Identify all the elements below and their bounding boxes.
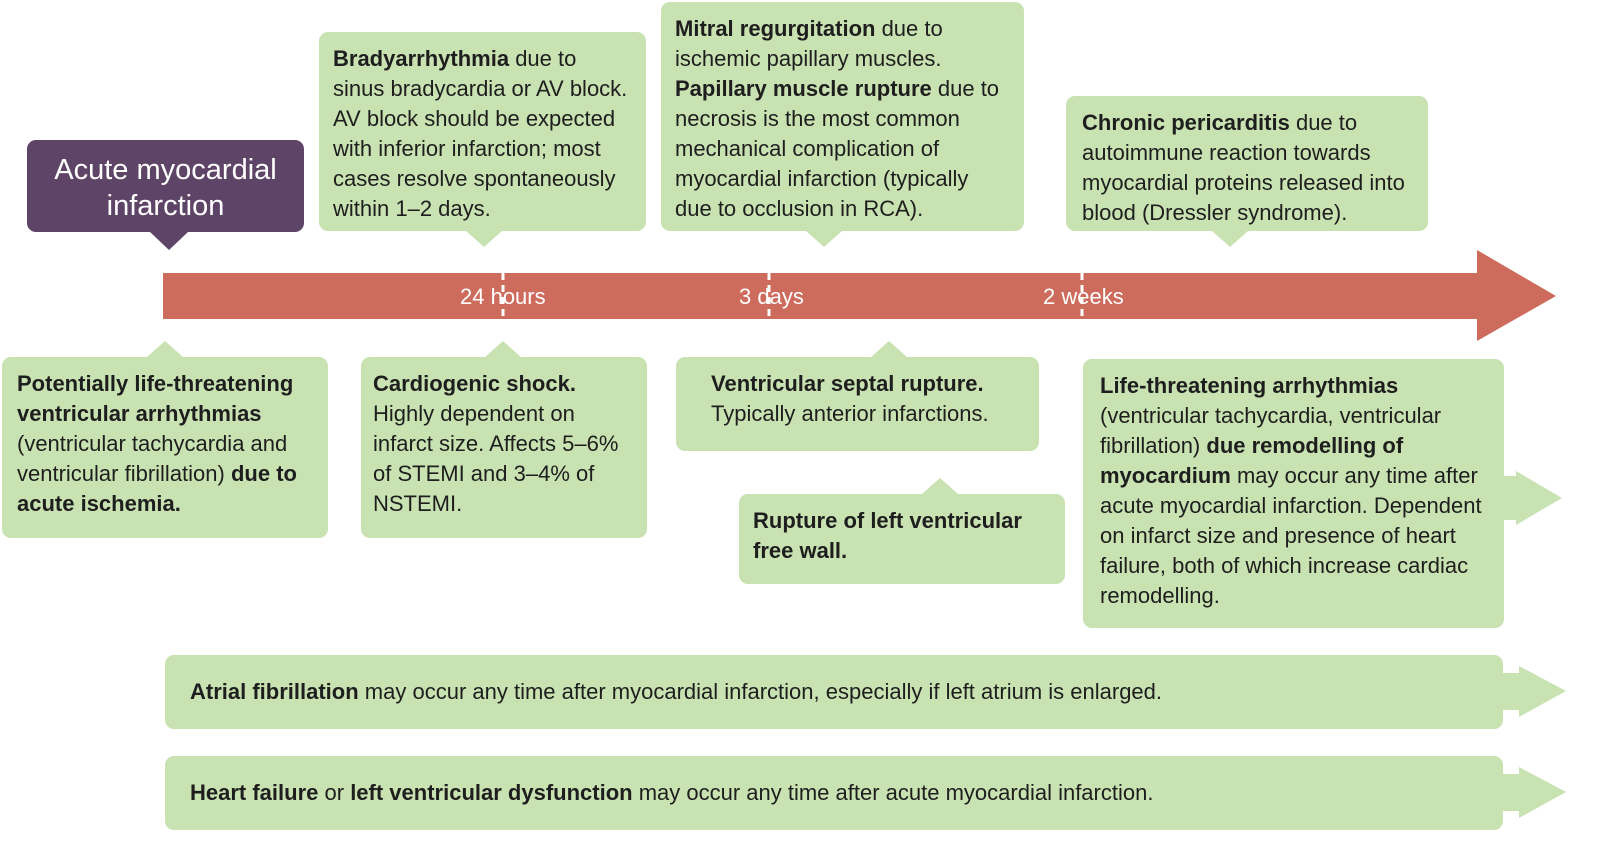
- lv-dysfunction-title: left ventricular dysfunction: [350, 780, 633, 805]
- papillary-title: Papillary muscle rupture: [675, 76, 932, 101]
- box-cardiogenic-shock: Cardiogenic shock. Highly dependent on i…: [361, 357, 647, 538]
- box-free-wall-rupture: Rupture of left ventricular free wall.: [739, 494, 1065, 584]
- hf-title: Heart failure: [190, 780, 319, 805]
- mitral-title: Mitral regurgitation: [675, 16, 876, 41]
- band-heart-failure: Heart failure or left ventricular dysfun…: [165, 756, 1503, 830]
- band-atrial-fibrillation: Atrial fibrillation may occur any time a…: [165, 655, 1503, 729]
- box-freewall-pointer: [922, 478, 958, 494]
- box-septal-pointer: [871, 341, 907, 357]
- box-chronic-pericarditis: Chronic pericarditis due to autoimmune r…: [1066, 96, 1428, 231]
- box-mitral-pointer: [806, 231, 842, 247]
- box-bradyarrhythmia-pointer: [466, 231, 502, 247]
- box-life-threatening-arrhythmias: Life-threatening arrhythmias (ventricula…: [1083, 359, 1504, 628]
- lifethreat-title: Life-threatening arrhythmias: [1100, 373, 1399, 398]
- ventricular-text: (ventricular tachycardia and ventricular…: [17, 431, 288, 486]
- lifethreat-text: (ventricular tachycardia, ventricular fi…: [1100, 403, 1442, 458]
- box-shock-pointer: [485, 341, 521, 357]
- timeline-label-24-hours: 24 hours: [460, 284, 546, 309]
- box-bradyarrhythmia: Bradyarrhythmia due to sinus bradycardia…: [319, 32, 646, 231]
- box-mitral-regurgitation: Mitral regurgitation due to ischemic pap…: [661, 2, 1024, 231]
- bradyarrhythmia-title: Bradyarrhythmia: [333, 46, 510, 71]
- arrowhead-hf: [1500, 767, 1566, 818]
- afib-title: Atrial fibrillation: [190, 679, 359, 704]
- pericarditis-text: due to autoimmune reaction towards myoca…: [1082, 110, 1405, 225]
- septal-title: Ventricular septal rupture.: [711, 371, 984, 396]
- box-pericarditis-pointer: [1212, 231, 1248, 247]
- freewall-title: Rupture of left ventricular free wall.: [753, 508, 1022, 563]
- hf-text: may occur any time after acute myocardia…: [632, 780, 1154, 805]
- box-septal-rupture: Ventricular septal rupture. Typically an…: [676, 357, 1039, 451]
- start-node: Acute myocardial infarction: [27, 140, 304, 232]
- shock-title: Cardiogenic shock.: [373, 371, 576, 396]
- start-label: Acute myocardial infarction: [54, 154, 277, 222]
- septal-text: Typically anterior infarctions.: [711, 401, 989, 426]
- ventricular-cause: due to acute ischemia.: [17, 461, 297, 516]
- pericarditis-title: Chronic pericarditis: [1082, 110, 1290, 135]
- ventricular-title: Potentially life-threatening ventricular…: [17, 371, 294, 426]
- box-ventricular-arrhythmias: Potentially life-threatening ventricular…: [2, 357, 328, 538]
- mitral-text: due to ischemic papillary muscles.: [675, 16, 943, 71]
- hf-connector: or: [318, 780, 351, 805]
- start-node-pointer: [150, 232, 188, 250]
- timeline-label-3-days: 3 days: [739, 284, 804, 309]
- papillary-text: due to necrosis is the most common mecha…: [675, 76, 1000, 221]
- lifethreat-cause: due remodelling of myocardium: [1100, 433, 1404, 488]
- timeline-arrow-shape: [163, 250, 1556, 341]
- afib-text: may occur any time after myocardial infa…: [358, 679, 1163, 704]
- bradyarrhythmia-text: due to sinus bradycardia or AV block. AV…: [333, 46, 628, 221]
- box-ventricular-pointer: [147, 341, 183, 357]
- timeline-label-2-weeks: 2 weeks: [1043, 284, 1124, 309]
- lifethreat-detail: may occur any time after acute myocardia…: [1100, 463, 1482, 608]
- arrowhead-afib: [1500, 666, 1566, 717]
- arrowhead-lifethreat: [1504, 471, 1562, 525]
- shock-text: Highly dependent on infarct size. Affect…: [373, 401, 619, 516]
